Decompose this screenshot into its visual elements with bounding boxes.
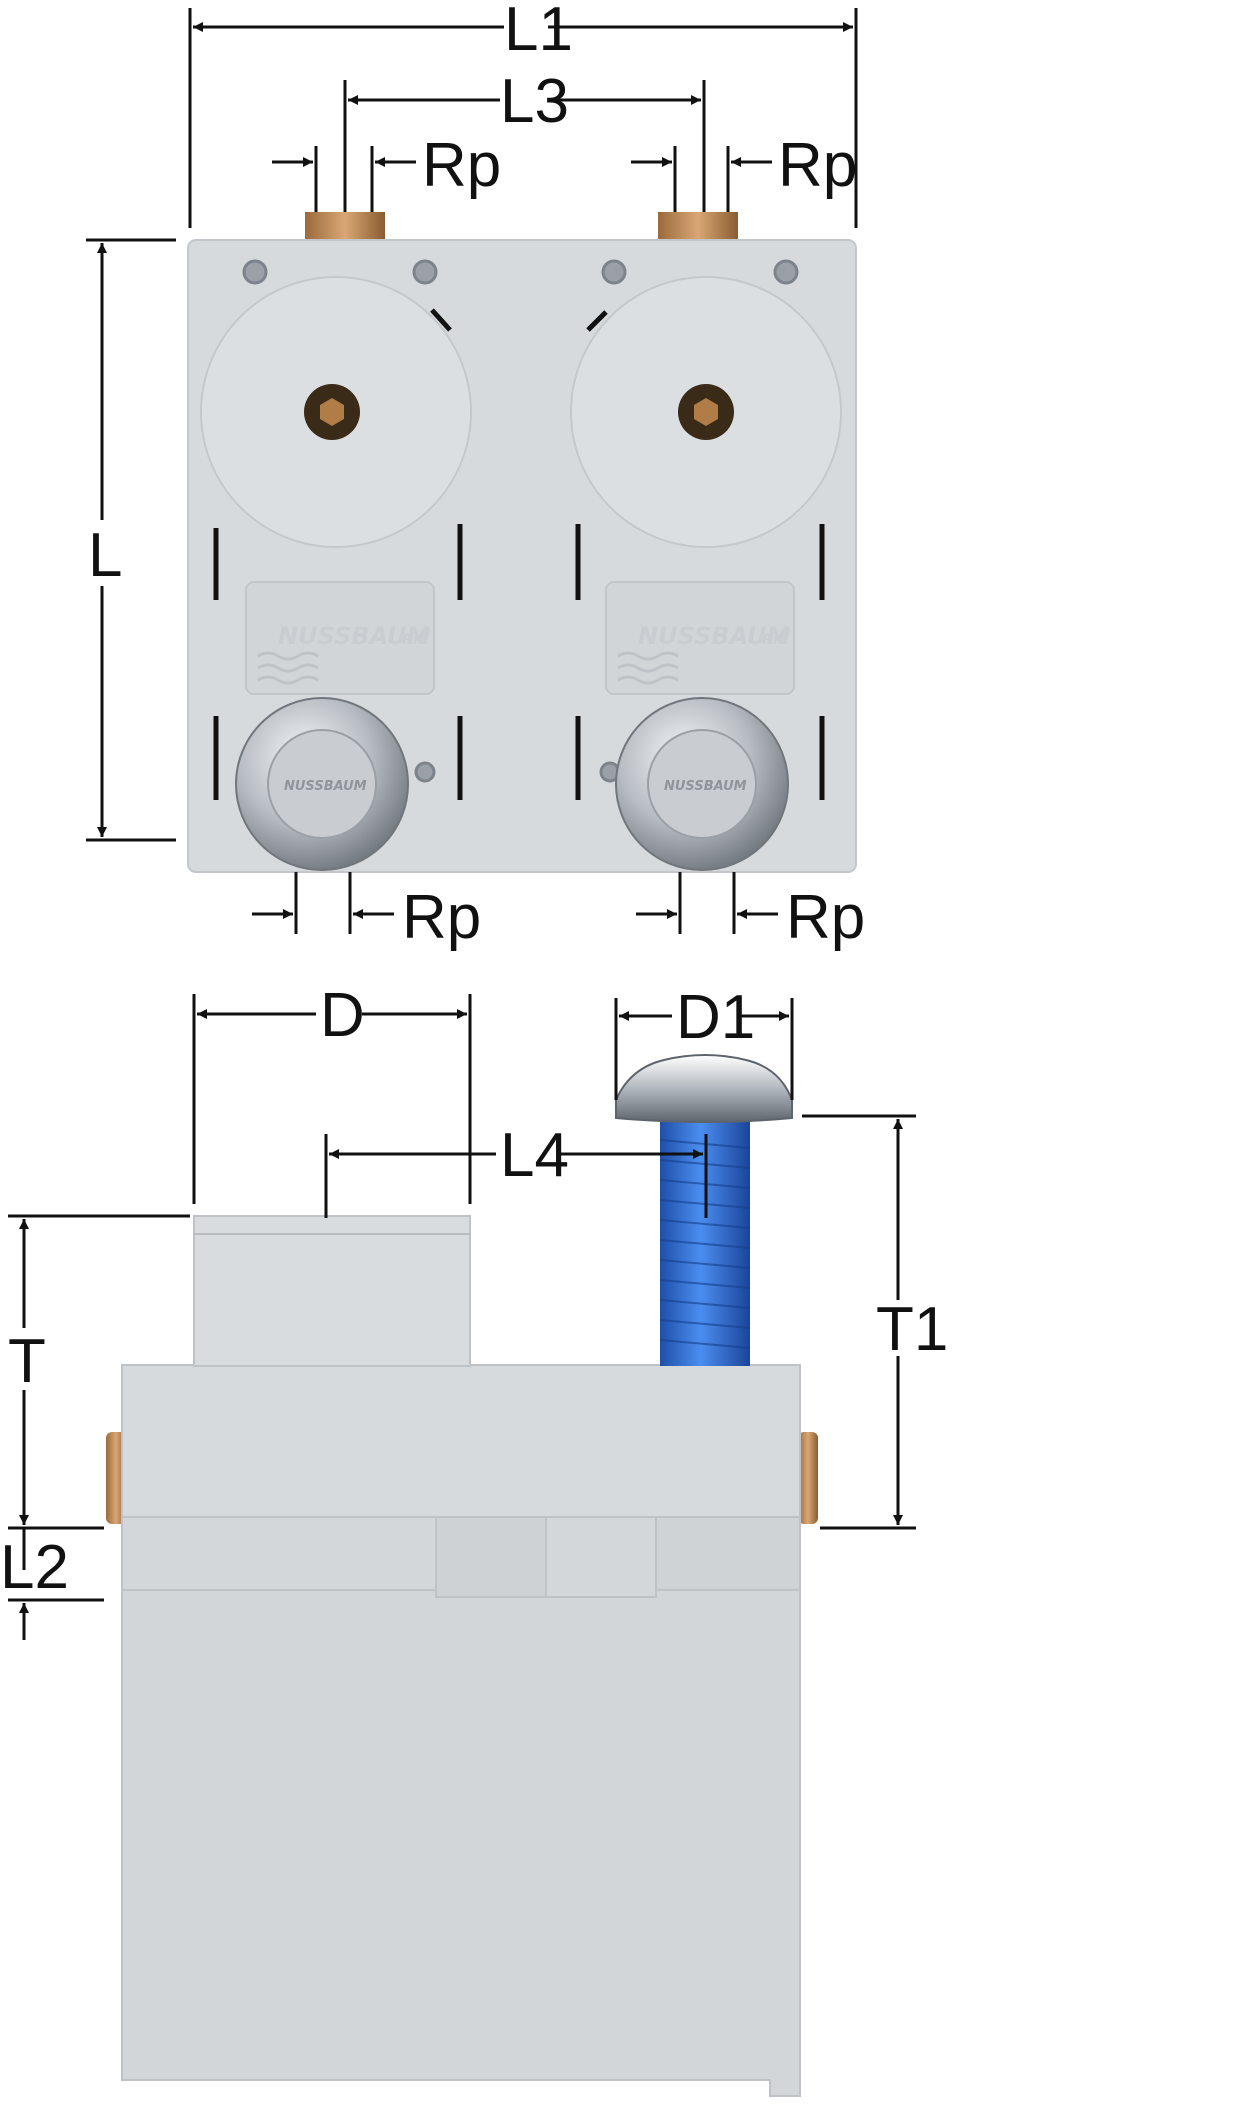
side-dimensions xyxy=(8,994,916,1640)
dim-label-rp-bottom-left: Rp xyxy=(402,883,481,952)
left-logo-text: NUSSBAUM xyxy=(278,622,431,650)
right-cap-text: NUSSBAUM xyxy=(664,779,747,794)
dim-label-rp-top-left: Rp xyxy=(422,131,501,200)
front-dimensions xyxy=(86,8,858,934)
screw-holes xyxy=(242,259,799,783)
right-logo-suffix: RN xyxy=(762,632,785,648)
left-cap-text: NUSSBAUM xyxy=(284,779,367,794)
right-logo-text: NUSSBAUM xyxy=(638,622,791,650)
slots xyxy=(213,524,825,800)
wave-icon xyxy=(257,651,679,685)
right-logo-plate xyxy=(605,581,795,695)
dim-label-rp-top-right: Rp xyxy=(778,131,857,200)
dim-label-d: D xyxy=(320,981,365,1050)
left-logo-plate xyxy=(245,581,435,695)
dim-label-rp-bottom-right: Rp xyxy=(786,883,865,952)
dim-label-l: L xyxy=(88,521,122,590)
chrome-dome-cap xyxy=(615,1054,793,1123)
left-logo-suffix: RN xyxy=(402,632,425,648)
insulation-cylinder xyxy=(193,1215,471,1367)
dim-label-l2: L2 xyxy=(0,1533,69,1602)
side-view xyxy=(106,1054,818,2097)
right-valve-spindle-icon xyxy=(694,398,718,426)
dim-label-d1: D1 xyxy=(676,983,755,1052)
dim-label-l1: L1 xyxy=(504,0,573,64)
dim-label-t1: T1 xyxy=(876,1295,948,1364)
front-view: NUSSBAUM RN NUSSBAUM RN NUSSBAUM NUSSBAU… xyxy=(187,212,857,873)
dim-label-l4: L4 xyxy=(500,1121,569,1190)
right-side-connector xyxy=(798,1432,818,1524)
left-valve-spindle-icon xyxy=(320,398,344,426)
dim-label-t: T xyxy=(8,1327,46,1396)
dim-label-l3: L3 xyxy=(500,67,569,136)
